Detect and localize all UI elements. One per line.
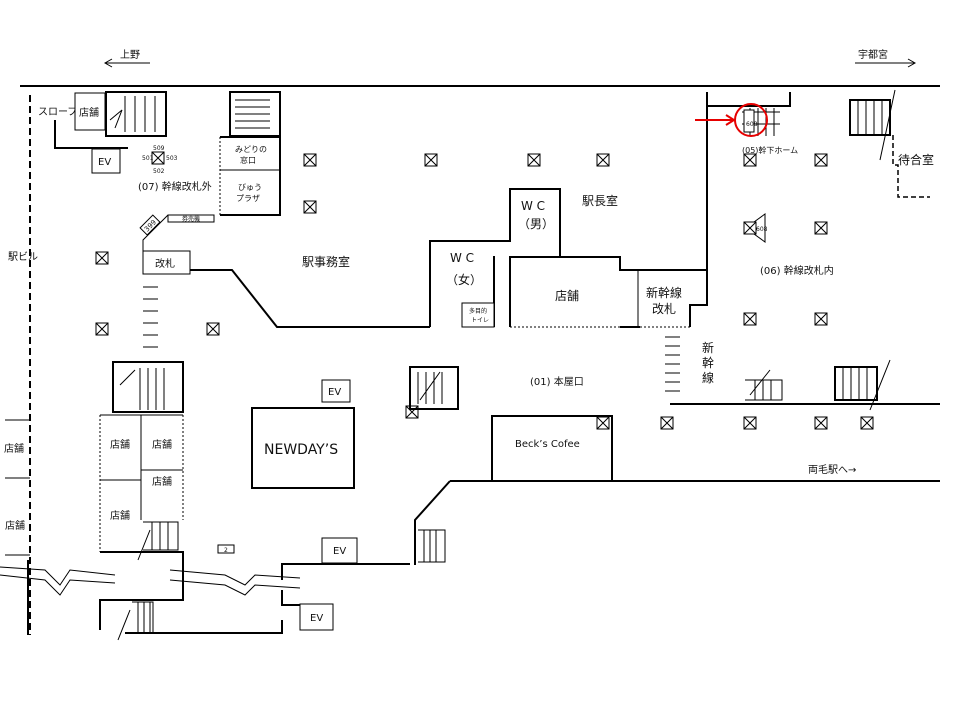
slope-label: スロープ [38,106,77,118]
camera-06: 608 [743,213,768,243]
midori-window: みどりの 窓口 びゅう プラザ [219,136,281,216]
stairs [117,601,154,641]
ryomo-direction: 両毛駅へ→ [808,464,856,476]
shinkansen-v3: 線 [702,370,714,385]
highlight-arrow-icon [695,114,736,126]
ev-label: EV [310,613,323,624]
shinkansen-gate-sub: 改札 [652,302,676,316]
area-05-label: (05)幹下ホーム [742,145,798,155]
svg-text:窓口: 窓口 [240,155,256,165]
stairs [229,91,281,137]
camera-2 [217,544,235,554]
svg-text:上野: 上野 [120,49,140,61]
ticket-machine-label: 券売機 [182,215,200,223]
gate-label: 改札 [155,257,175,270]
newdays-store [251,407,355,489]
area-06-label: (06) 幹線改札内 [760,264,834,277]
camera-cluster-07: 509 502 501 503 [142,145,178,175]
shinkansen-gate-label: 新幹線 [646,285,682,300]
svg-text:びゅう: びゅう [238,183,262,192]
ev-label: EV [333,546,346,557]
gate-box [142,250,191,275]
wc-walls [429,188,561,327]
wall [54,120,128,149]
svg-text:プラザ: プラザ [236,194,260,203]
wc-men-label: W C [521,199,545,213]
shop-label: 店舗 [555,289,579,303]
camera-399: 399 [139,214,161,236]
ev-label: EV [328,387,341,398]
svg-text:みどりの: みどりの [235,145,267,154]
shop-label: 店舗 [4,442,24,455]
waiting-room-label: 待合室 [898,152,934,167]
wall [190,269,430,328]
svg-text:503: 503 [166,155,178,162]
wall [142,214,169,252]
camera-id: 2 [224,547,228,554]
shop-label: 店舗 [110,509,130,522]
stairs [849,89,896,161]
shinkansen-v2: 幹 [702,355,714,370]
multipurpose-toilet [461,302,495,328]
svg-text:608: 608 [756,226,768,233]
shop-label: 店舗 [110,438,130,451]
stairs [745,369,783,401]
shop-label: 店舗 [152,438,172,451]
stairs [112,361,184,413]
tactile-paving [665,336,680,392]
toilet-label-1: 多目的 [469,307,487,315]
shop-label: 店舗 [152,475,172,488]
shop-label: 店舗 [5,519,25,532]
camera-highlighted [743,109,755,133]
shinkansen-v1: 新 [702,340,714,355]
tactile-paving [143,286,158,348]
stairs [418,529,446,563]
ev-box [299,603,334,631]
area-01-label: (01) 本屋口 [530,375,584,388]
direction-ueno: 上野 [103,49,150,68]
svg-text:502: 502 [153,168,165,175]
stationmaster-label: 駅長室 [582,193,618,208]
newdays-label: NEWDAY’S [264,442,338,458]
toilet-label-2: トイレ [471,317,489,324]
ev-box [321,379,351,403]
wc-men-sub: （男） [518,217,554,231]
svg-text:宇都宮: 宇都宮 [858,48,888,61]
becks-cafe-label: Beck’s Cofee [515,439,580,450]
ticket-machine [167,214,215,223]
shop-label: 店舗 [79,106,99,119]
camera-id: 608 [746,121,758,128]
svg-text:501: 501 [142,155,154,162]
ev-box [91,148,121,174]
stairs [137,521,179,561]
direction-utsunomiya: 宇都宮 [855,48,917,68]
ev-box [321,537,358,564]
station-office-label: 駅事務室 [302,254,350,269]
svg-text:509: 509 [153,145,165,152]
break-line [0,566,116,596]
stairs [834,359,891,411]
stairs [409,366,459,410]
wc-women-label: W C [450,251,474,265]
stairs [105,91,167,137]
ev-label: EV [98,157,111,168]
columns [95,153,874,430]
wc-women-sub: （女） [446,272,482,287]
break-line [169,569,301,596]
station-building-label: 駅ビル [8,251,38,263]
area-07-label: (07) 幹線改札外 [138,180,212,193]
